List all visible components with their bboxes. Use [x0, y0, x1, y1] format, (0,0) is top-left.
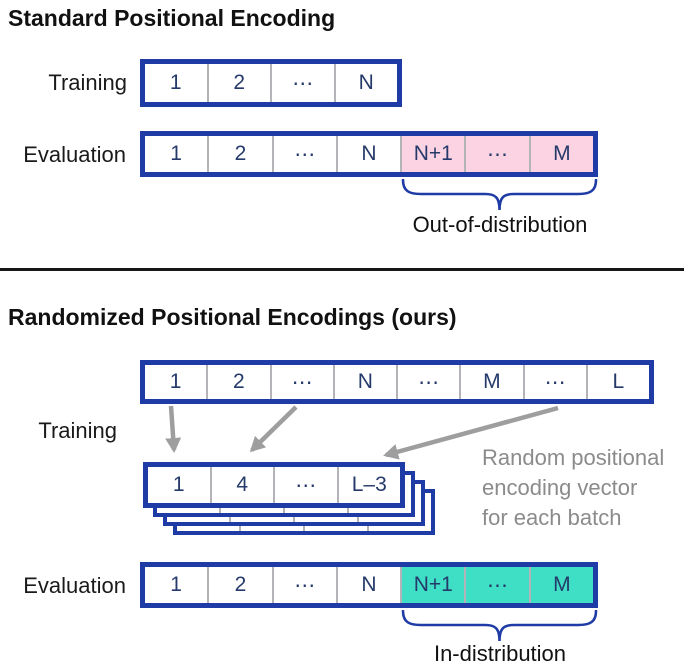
- sequence-cell: 2: [207, 136, 272, 172]
- sequence-cell: 1: [145, 567, 208, 603]
- random-mapping-arrows-icon: [165, 405, 559, 460]
- sequence-cell: N: [335, 567, 401, 603]
- sequence-cell: 1: [145, 64, 207, 102]
- sequence-cell: ⋯: [396, 365, 460, 399]
- randomized-section-title: Randomized Positional Encodings (ours): [8, 304, 457, 330]
- sequence-cell: 2: [207, 567, 272, 603]
- standard-section-title: Standard Positional Encoding: [8, 5, 336, 31]
- sequence-cell: M: [528, 567, 593, 603]
- randomized-training-label: Training: [38, 418, 117, 443]
- out-of-distribution-brace: [401, 179, 598, 211]
- sequence-cell: N: [335, 136, 401, 172]
- sequence-cell: ⋯: [464, 567, 529, 603]
- sequence-cell: N+1: [400, 567, 465, 603]
- standard-evaluation-label: Evaluation: [23, 142, 126, 167]
- note-line-1: Random positional: [482, 445, 665, 470]
- sequence-cell: ⋯: [271, 567, 336, 603]
- out-of-distribution-label: Out-of-distribution: [412, 212, 588, 237]
- sequence-cell: L–3: [336, 467, 400, 503]
- section-divider: [0, 268, 684, 271]
- randomized-evaluation-label: Evaluation: [23, 573, 126, 598]
- in-distribution-label: In-distribution: [433, 641, 567, 666]
- sequence-cell: N+1: [400, 136, 465, 172]
- sequence-cell: 1: [148, 467, 210, 503]
- sequence-cell: ⋯: [269, 365, 333, 399]
- sequence-cell: M: [528, 136, 593, 172]
- sequence-cell: N: [333, 64, 397, 102]
- note-line-3: for each batch: [482, 505, 622, 530]
- standard-training-label: Training: [48, 70, 127, 95]
- sequence-cell: 2: [206, 365, 270, 399]
- random-encoding-note: Random positional encoding vector for ea…: [482, 443, 664, 533]
- sequence-cell: 1: [145, 136, 208, 172]
- sequence-cell: ⋯: [271, 136, 336, 172]
- in-distribution-brace: [401, 610, 598, 642]
- sequence-cell: ⋯: [270, 64, 334, 102]
- sequence-cell: M: [459, 365, 523, 399]
- sequence-cell: 1: [145, 365, 207, 399]
- sequence-cell: 4: [209, 467, 273, 503]
- sequence-cell: N: [332, 365, 396, 399]
- sequence-cell: 2: [206, 64, 270, 102]
- note-line-2: encoding vector: [482, 475, 638, 500]
- sequence-cell: ⋯: [464, 136, 529, 172]
- sequence-cell: ⋯: [522, 365, 586, 399]
- sequence-cell: L: [585, 365, 649, 399]
- sequence-cell: ⋯: [273, 467, 337, 503]
